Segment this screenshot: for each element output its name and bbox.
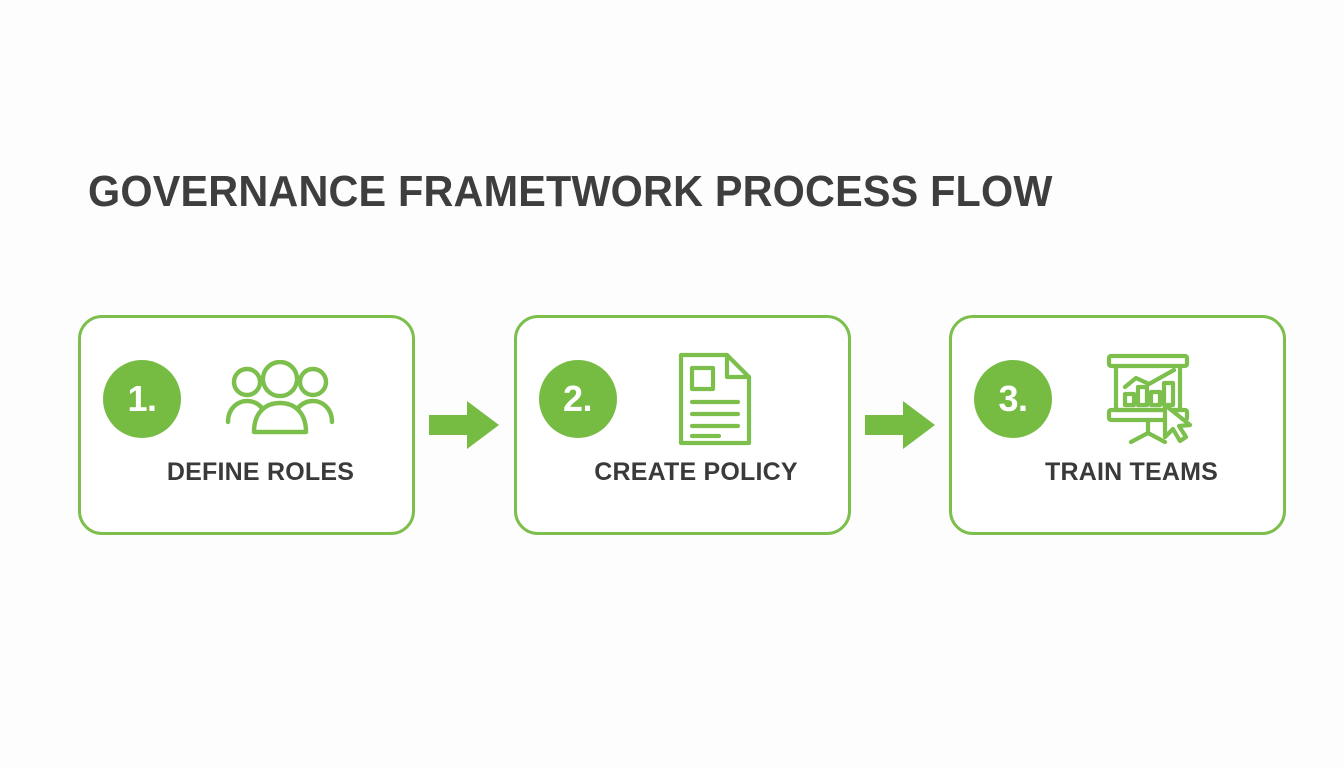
process-flow-row: 1. DEFINE ROLES xyxy=(78,315,1286,535)
presentation-chart-icon xyxy=(1052,353,1283,445)
step-card-1-top: 1. xyxy=(81,356,412,442)
step-card-1[interactable]: 1. DEFINE ROLES xyxy=(78,315,415,535)
step-card-3[interactable]: 3. xyxy=(949,315,1286,535)
step-label-3: TRAIN TEAMS xyxy=(1044,458,1219,486)
step-number-badge-2: 2. xyxy=(538,360,617,438)
step-card-3-top: 3. xyxy=(952,353,1283,445)
step-card-2-top: 2. xyxy=(517,352,848,446)
page-title: GOVERNANCE FRAMETWORK PROCESS FLOW xyxy=(88,167,1053,216)
arrow-right-icon xyxy=(428,398,500,452)
step-number-badge-1: 1. xyxy=(103,360,181,438)
document-policy-icon xyxy=(617,351,848,447)
step-card-2[interactable]: 2. CREATE POLICY xyxy=(513,315,851,535)
people-group-icon xyxy=(181,360,412,438)
step-number-badge-3: 3. xyxy=(974,360,1052,438)
step-label-2: CREATE POLICY xyxy=(594,458,798,486)
arrow-right-icon xyxy=(864,398,936,452)
step-label-1: DEFINE ROLES xyxy=(166,458,355,486)
